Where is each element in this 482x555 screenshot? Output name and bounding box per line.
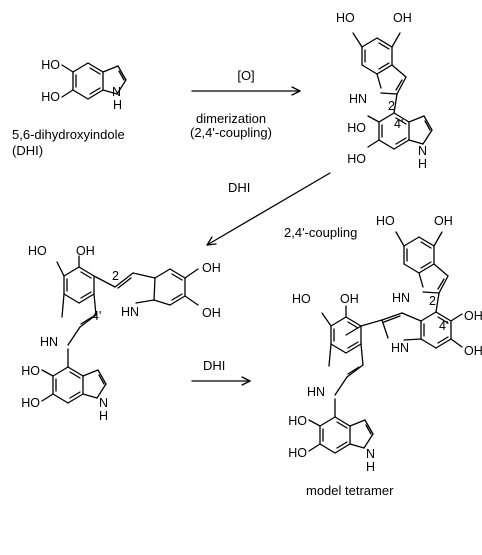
tetramer-ho-top: HO xyxy=(376,214,395,228)
trimer-oh-right-low: OH xyxy=(202,306,221,320)
tetramer-hn-top: HN xyxy=(392,291,410,305)
trimer-h: H xyxy=(99,409,108,423)
dimer-hn: HN xyxy=(349,92,367,106)
dimer-h: H xyxy=(418,157,427,171)
molecule-tetramer: HO OH HN 2 4' OH OH HN HO OH HN HO HO N … xyxy=(288,214,482,474)
trimer-pos4p: 4' xyxy=(92,309,101,323)
molecule-trimer: HO OH 4' 2 HN OH OH HN HO HO N H xyxy=(21,244,221,423)
dhi-reagent-2: DHI xyxy=(203,358,225,373)
trimer-ho-mid: HO xyxy=(21,364,40,378)
dimer-ho: HO xyxy=(336,11,355,25)
trimer-hn-right: HN xyxy=(121,305,139,319)
dimerization-label: dimerization xyxy=(196,111,266,126)
dimer-oh: OH xyxy=(393,11,412,25)
dimer-pos2: 2 xyxy=(388,99,395,113)
tetramer-oh-right-top: OH xyxy=(464,309,482,323)
trimer-hn-left: HN xyxy=(40,335,58,349)
arrow-coupling-2 xyxy=(191,376,251,386)
dimer-ho-low: HO xyxy=(347,152,366,166)
dhi-h: H xyxy=(113,98,122,112)
dhi-name-label: 5,6-dihydroxyindole xyxy=(12,127,125,142)
tetramer-ho-left: HO xyxy=(292,292,311,306)
tetramer-oh-left: OH xyxy=(340,292,359,306)
molecule-dimer: HO OH HN 2 4' HO HO N H xyxy=(336,11,433,171)
trimer-pos2: 2 xyxy=(112,269,119,283)
trimer-oh-top: OH xyxy=(76,244,95,258)
tetramer-label: model tetramer xyxy=(306,483,394,498)
coupling-paren-label: (2,4'-coupling) xyxy=(190,125,272,140)
trimer-n: N xyxy=(99,396,108,410)
tetramer-h: H xyxy=(366,460,375,474)
tetramer-oh-right-low: OH xyxy=(464,344,482,358)
dhi-ho-bottom: HO xyxy=(41,90,60,104)
trimer-oh-right-top: OH xyxy=(202,261,221,275)
tetramer-pos2: 2 xyxy=(429,294,436,308)
trimer-ho-low: HO xyxy=(21,396,40,410)
tetramer-hn-mid: HN xyxy=(391,341,409,355)
tetramer-ho-mid: HO xyxy=(288,414,307,428)
dimer-n: N xyxy=(418,144,427,158)
dhi-reagent-1: DHI xyxy=(228,180,250,195)
dhi-ho-top: HO xyxy=(41,58,60,72)
molecule-dhi: HO HO N H xyxy=(41,58,127,112)
tetramer-hn-left: HN xyxy=(307,385,325,399)
dhi-abbr-label: (DHI) xyxy=(12,143,43,158)
dhi-n: N xyxy=(112,85,121,99)
coupling-label: 2,4'-coupling xyxy=(284,225,357,240)
dimer-pos4p: 4' xyxy=(394,117,403,131)
arrow-coupling-1 xyxy=(206,172,331,246)
tetramer-pos4p: 4' xyxy=(439,319,448,333)
tetramer-ho-low: HO xyxy=(288,446,307,460)
reagent-oxidant: [O] xyxy=(237,68,254,83)
dimer-ho-mid: HO xyxy=(347,121,366,135)
tetramer-oh-top: OH xyxy=(434,214,453,228)
tetramer-n: N xyxy=(366,447,375,461)
trimer-ho-top: HO xyxy=(28,244,47,258)
arrow-oxidation xyxy=(191,86,301,96)
